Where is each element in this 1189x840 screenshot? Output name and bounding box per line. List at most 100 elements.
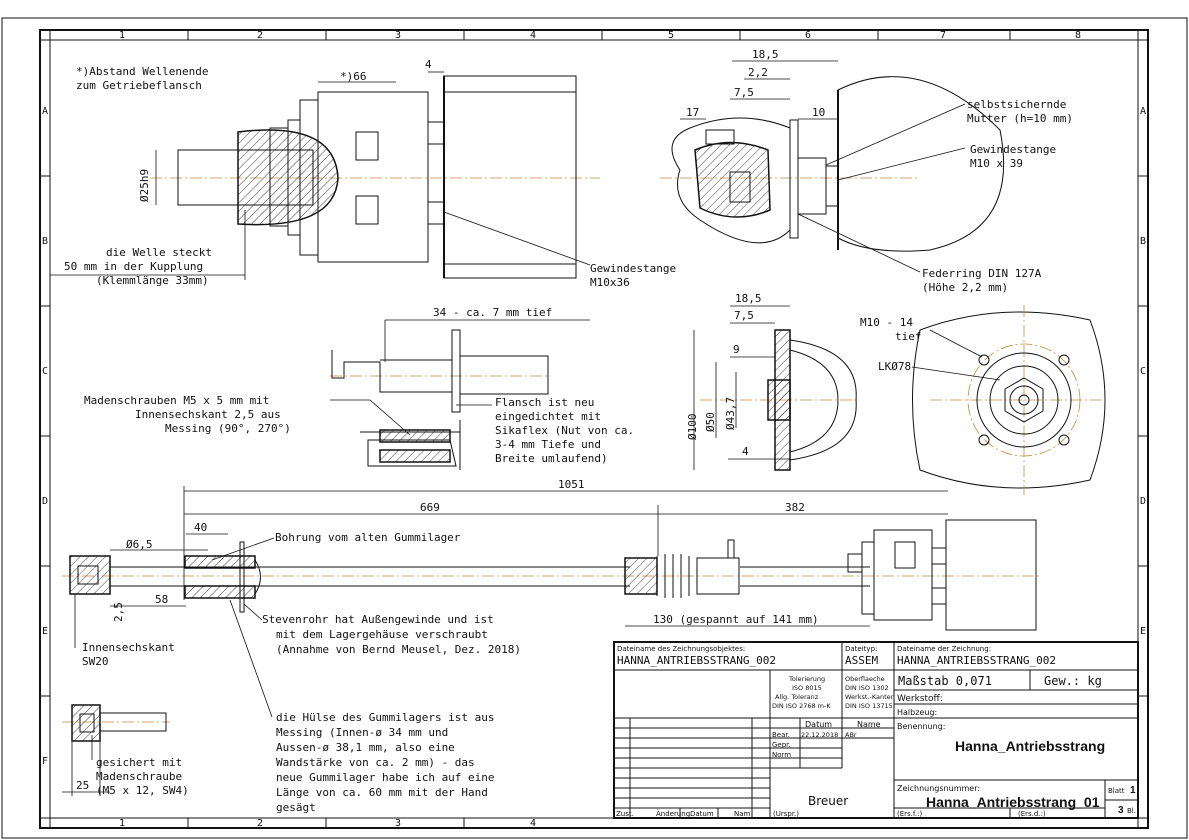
maden-note-2: Innensechskant 2,5 aus — [135, 408, 281, 421]
dia-6-5: Ø6,5 — [126, 538, 153, 551]
tb-sheet-count-label: Bl. — [1127, 807, 1136, 815]
lk78-label: LKØ78 — [878, 360, 911, 373]
row-label-d: D — [42, 496, 48, 507]
row-label-b: B — [42, 236, 48, 247]
col-label-2-bottom: 2 — [257, 818, 263, 829]
tb-breuer: Breuer — [808, 794, 848, 808]
row-label-f: F — [42, 756, 48, 767]
tb-designation-label: Benennung: — [897, 722, 945, 731]
dim-7-5-top: 7,5 — [734, 86, 754, 99]
row-label-d-right: D — [1140, 496, 1146, 507]
innensechskant-note-2: SW20 — [82, 655, 109, 668]
tb-norm: Norm — [772, 751, 791, 759]
tb-ob-1: Oberflaeche — [845, 675, 885, 683]
huelse-note-4: Wandstärke von ca. 2 mm) - das — [276, 756, 475, 769]
tb-material: Werkstoff: — [897, 694, 943, 704]
tb-sheet-label: Blatt — [1108, 787, 1125, 795]
federring-note-2: (Höhe 2,2 mm) — [922, 281, 1008, 294]
dim-17: 17 — [686, 106, 699, 119]
tb-scale: Maßstab 0,071 — [898, 674, 992, 688]
tb-type-label: Dateityp: — [845, 645, 877, 653]
row-label-b-right: B — [1140, 236, 1146, 247]
huelse-note-7: gesägt — [276, 801, 316, 814]
huelse-note-1: die Hülse des Gummilagers ist aus — [276, 711, 495, 724]
row-label-e: E — [42, 626, 48, 637]
tb-datum-rev: Datum — [690, 810, 714, 818]
row-label-c-right: C — [1140, 366, 1146, 377]
gesichert-note-2: Madenschraube — [96, 770, 182, 783]
clamp-detail-view — [62, 704, 170, 796]
col-label-3-bottom: 3 — [395, 818, 401, 829]
dim-4-mid: 4 — [742, 445, 749, 458]
steven-note-3: (Annahme von Bernd Meusel, Dez. 2018) — [276, 643, 521, 656]
dim-7-5-mid: 7,5 — [734, 309, 754, 322]
grid-column-ticks — [40, 30, 1148, 828]
dim-9: 9 — [733, 343, 740, 356]
abstand-note-1: *)Abstand Wellenende — [76, 65, 208, 78]
tb-type-value: ASSEM — [845, 654, 878, 667]
dim-66: *)66 — [340, 70, 367, 83]
flansch-note-3: Sikaflex (Nut von ca. — [495, 424, 634, 437]
flange-section-view — [700, 329, 860, 471]
maden-note-3: Messing (90°, 270°) — [165, 422, 291, 435]
tb-drawing-value: HANNA_ANTRIEBSSTRANG_002 — [897, 654, 1056, 667]
col-label-1-bottom: 1 — [119, 818, 125, 829]
gewindestange-note-2b: M10 x 39 — [970, 157, 1023, 170]
steven-note-1: Stevenrohr hat Außengewinde und ist — [262, 613, 494, 626]
row-label-a-right: A — [1140, 106, 1146, 117]
bohrung-note: Bohrung vom alten Gummilager — [275, 531, 461, 544]
dim-34: 34 - ca. 7 mm tief — [433, 306, 552, 319]
tb-gepr: Gepr. — [772, 741, 791, 749]
tb-sheet-number: 1 — [1130, 785, 1136, 796]
col-label-4-bottom: 4 — [530, 818, 536, 829]
tb-ob-3: Werkst.-Kanten — [845, 693, 895, 701]
col-label-4: 4 — [530, 30, 536, 41]
drawing-frame — [39, 29, 1149, 829]
dim-2-2: 2,2 — [748, 66, 768, 79]
tb-bear-name: ABr — [845, 731, 857, 739]
dim-4-top: 4 — [425, 58, 432, 71]
tb-bear: Bear. — [772, 731, 790, 739]
dia-100: Ø100 — [686, 414, 699, 441]
tb-urspr: (Urspr.) — [773, 810, 799, 818]
gesichert-note-1: gesichert mit — [96, 756, 182, 769]
tb-sheet-count: 3 — [1118, 805, 1124, 816]
dim-40: 40 — [194, 521, 207, 534]
dim-18-5-top: 18,5 — [752, 48, 779, 61]
tb-semi-finished: Halbzeug: — [897, 708, 937, 717]
col-label-6: 6 — [805, 30, 811, 41]
dim-25: 25 — [76, 779, 89, 792]
federring-note-1: Federring DIN 127A — [922, 267, 1042, 280]
gewindestange-note-2a: Gewindestange — [970, 143, 1056, 156]
m10-note-1: M10 - 14 — [860, 316, 913, 329]
abstand-note-2: zum Getriebeflansch — [76, 79, 202, 92]
flansch-note-5: Breite umlaufend) — [495, 452, 608, 465]
title-block — [613, 641, 1139, 819]
gewindestange-note-1a: Gewindestange — [590, 262, 676, 275]
innensechskant-note-1: Innensechskant — [82, 641, 175, 654]
dim-382: 382 — [785, 501, 805, 514]
tb-obj-label: Dateiname des Zeichnungsobjektes: — [617, 645, 745, 653]
huelse-note-3: Aussen-ø 38,1 mm, also eine — [276, 741, 455, 754]
gesichert-note-3: (M5 x 12, SW4) — [96, 784, 189, 797]
dim-18-5-mid: 18,5 — [735, 292, 762, 305]
col-label-8: 8 — [1075, 30, 1081, 41]
gewindestange-note-1b: M10x36 — [590, 276, 630, 289]
dim-2-5: 2,5 — [112, 602, 125, 622]
huelse-note-5: neue Gummilager habe ich auf eine — [276, 771, 495, 784]
maden-note-1: Madenschrauben M5 x 5 mm mit — [84, 394, 269, 407]
tb-drawing-number: Hanna_Antriebsstrang_01 — [926, 794, 1100, 810]
tb-drawing-label: Dateiname der Zeichnung: — [897, 645, 991, 653]
dim-58: 58 — [155, 593, 168, 606]
col-label-1: 1 — [119, 30, 125, 41]
shaft-flange-view — [330, 319, 590, 470]
flansch-note-2: eingedichtet mit — [495, 410, 601, 423]
mutter-note-1: selbstsichernde — [967, 98, 1066, 111]
flansch-note-1: Flansch ist neu — [495, 396, 594, 409]
tb-bear-date: 22.12.2018 — [801, 731, 838, 739]
tb-ersd: (Ers.d.:) — [1018, 810, 1046, 818]
dia-50: Ø50 — [704, 412, 717, 432]
tb-ersf: (Ers.f.:) — [897, 810, 922, 818]
tb-designation: Hanna_Antriebsstrang — [955, 738, 1105, 754]
huelse-note-2: Messing (Innen-ø 34 mm und — [276, 726, 448, 739]
